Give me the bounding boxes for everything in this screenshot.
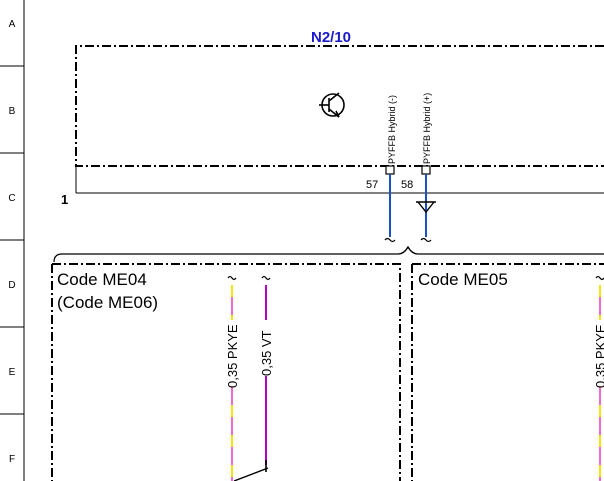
ground-icon <box>416 201 436 214</box>
row-label-b: B <box>9 106 16 117</box>
wire-pkye-2 <box>591 275 604 481</box>
pin-label-58: PYFFB Hybrid (+) <box>422 93 432 164</box>
row-label-c: C <box>8 193 15 204</box>
code-block-me04-frame <box>51 263 401 481</box>
component-boundary <box>75 45 604 167</box>
transistor-icon <box>319 92 345 118</box>
wire-vt <box>233 275 275 481</box>
pin-label-57: PYFFB Hybrid (-) <box>387 95 397 164</box>
pin-number-58: 58 <box>401 179 413 191</box>
row-label-e: E <box>9 367 16 378</box>
row-grid: A B C D E F <box>0 0 25 481</box>
wire-break-icons <box>384 237 432 243</box>
wire-label-pkye-2: 0,35 PKYE <box>593 324 604 388</box>
component-id: N2/10 <box>311 29 351 46</box>
row-label-a: A <box>9 19 16 30</box>
code-block-me04-title: Code ME04 <box>57 270 147 289</box>
code-block-me05-title: Code ME05 <box>418 270 508 289</box>
bus-label: 1 <box>61 192 68 207</box>
pin-number-57: 57 <box>366 179 378 191</box>
group-brace <box>53 245 604 263</box>
code-block-me04-alt: (Code ME06) <box>57 293 158 312</box>
row-label-d: D <box>8 280 15 291</box>
pin-terminals <box>385 165 431 175</box>
wire-label-pkye-1: 0,35 PKYE <box>225 324 240 388</box>
wire-label-vt: 0,35 VT <box>259 330 274 376</box>
row-label-f: F <box>9 454 15 465</box>
wire-pkye-1 <box>223 275 241 481</box>
code-block-me05-frame <box>411 263 604 481</box>
